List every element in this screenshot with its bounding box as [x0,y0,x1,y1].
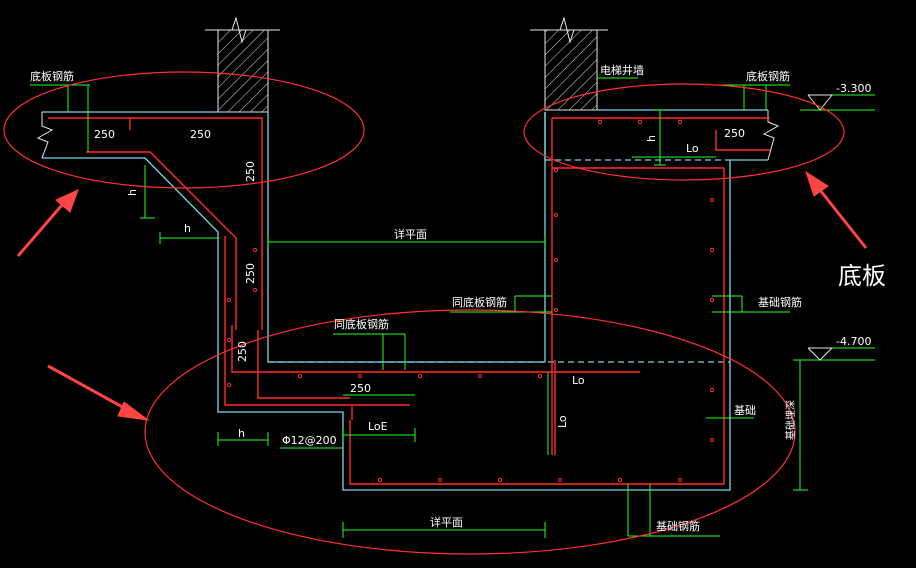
foundation-label: 基础 [734,404,756,417]
elevation-top-label: -3.300 [836,82,871,95]
dim-h-b: h [184,222,191,235]
elevation-markers [807,94,834,361]
slab-rebar-right-label: 底板钢筋 [746,69,790,83]
slab-break-marks [36,110,780,161]
loe-label: LoE [368,420,388,433]
left-wall [205,16,280,113]
dim-250-b: 250 [190,128,211,141]
dim-h-d: h [645,135,658,142]
dim-h-c: h [238,427,245,440]
lo-label-c: Lo [556,415,569,428]
base-slab-label: 底板 [838,262,886,290]
text-labels: 底板钢筋 底板钢筋 电梯井墙 -3.300 -4.700 250 250 250… [30,63,886,533]
slab-rebar-left-label: 底板钢筋 [30,69,74,83]
callout-right-slab [523,83,845,181]
elevator-wall [530,16,608,111]
right-wall-break-mark [530,16,608,44]
foundation-rebar-b: 基础钢筋 [656,519,700,533]
phi-spec-label: Φ12@200 [282,434,337,447]
dim-250-d: 250 [244,263,257,284]
dim-250-e: 250 [236,341,249,362]
elevator-wall-label: 电梯井墙 [600,63,644,77]
lo-label-b: Lo [572,374,585,387]
foundation-depth-label: 基础埋深 [784,400,797,440]
dimension-lines [30,77,875,538]
see-plan-bottom-label: 详平面 [430,515,463,529]
callout-arrows [16,170,868,421]
rebar-dots [226,119,715,483]
dim-250-g: 250 [724,127,745,140]
rebar-lines [48,117,770,485]
concrete-outline [42,109,768,491]
callout-left-slab [3,71,365,189]
dim-250-c: 250 [244,161,257,182]
lo-label-a: Lo [686,142,699,155]
dim-250-a: 250 [94,128,115,141]
foundation-rebar-a: 基础钢筋 [758,295,802,309]
elevation-bottom-label: -4.700 [836,335,871,348]
same-slab-rebar-b: 同底板钢筋 [334,317,389,331]
callout-ellipses [3,71,845,555]
dim-250-f: 250 [350,382,371,395]
left-wall-break-mark [205,16,280,44]
callout-pit-bottom [144,309,796,555]
same-slab-rebar-a: 同底板钢筋 [452,295,507,309]
see-plan-top-label: 详平面 [394,227,427,241]
dim-h-a: h [126,189,139,196]
